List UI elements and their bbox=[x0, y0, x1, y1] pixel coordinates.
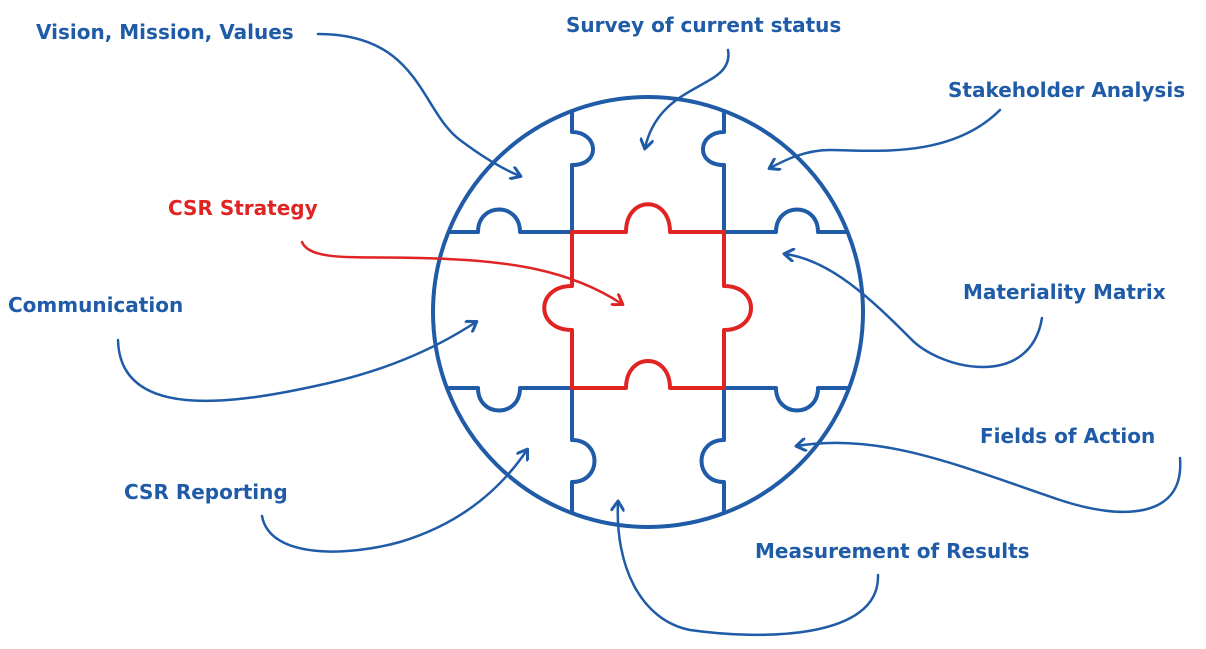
arrow-materiality bbox=[785, 254, 1044, 369]
arrow-csr-reporting bbox=[260, 450, 527, 553]
label-communication: Communication bbox=[8, 293, 184, 317]
arrow-communication bbox=[116, 322, 476, 403]
arrow-survey bbox=[645, 48, 730, 148]
center-puzzle-piece bbox=[542, 202, 753, 390]
label-csr-strategy: CSR Strategy bbox=[168, 196, 318, 220]
label-survey: Survey of current status bbox=[566, 13, 842, 37]
label-materiality: Materiality Matrix bbox=[963, 280, 1166, 304]
arrow-measurement bbox=[618, 502, 880, 637]
label-csr-reporting: CSR Reporting bbox=[124, 480, 288, 504]
arrow-stakeholder bbox=[770, 108, 1002, 168]
label-fields: Fields of Action bbox=[980, 424, 1156, 448]
arrow-vision bbox=[316, 32, 520, 176]
arrow-csr-strategy bbox=[300, 240, 622, 304]
puzzle-grid bbox=[433, 97, 863, 527]
label-measurement: Measurement of Results bbox=[755, 539, 1030, 563]
arrow-fields bbox=[797, 443, 1182, 514]
label-stakeholder: Stakeholder Analysis bbox=[948, 78, 1186, 102]
label-vision: Vision, Mission, Values bbox=[36, 20, 294, 44]
outer-circle bbox=[431, 95, 865, 529]
